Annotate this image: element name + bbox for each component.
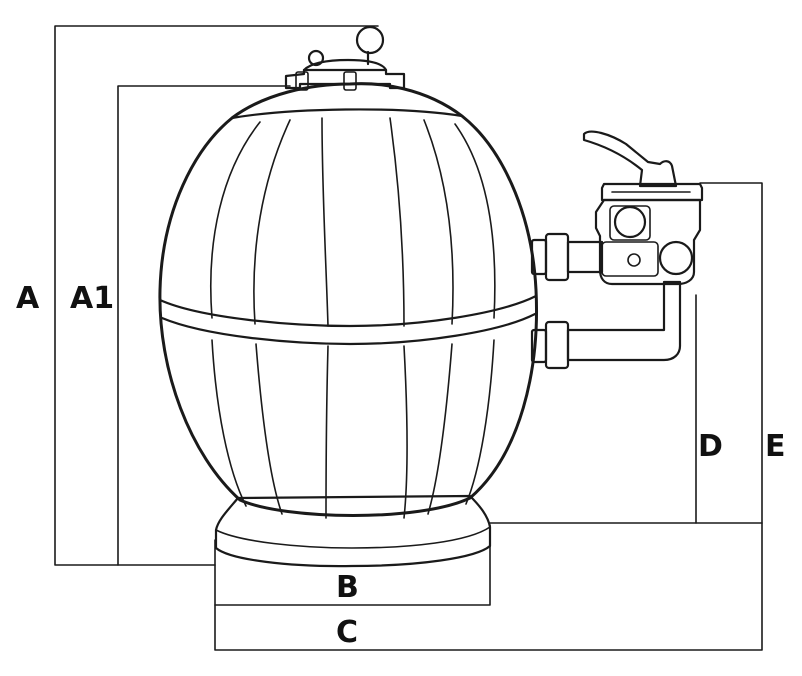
dimension-line-a xyxy=(54,25,379,566)
tank-band-top xyxy=(158,294,538,328)
filter-lid xyxy=(284,25,406,91)
valve-body xyxy=(594,198,702,286)
valve-port-upper-ring xyxy=(609,205,651,241)
base-pedestal xyxy=(214,494,492,568)
tank-ribs-lower xyxy=(211,339,495,519)
label-d: D xyxy=(698,429,723,464)
tank-band-bottom xyxy=(160,312,537,346)
tank-outline xyxy=(158,82,538,517)
valve-handle xyxy=(582,130,678,188)
lower-fitting-union xyxy=(544,320,570,370)
dimension-labels: A A1 B C D E xyxy=(16,281,786,650)
lid-clamp-knob-left xyxy=(295,71,309,91)
pressure-gauge-small-icon xyxy=(307,49,325,67)
dimension-line-c xyxy=(214,522,763,651)
pressure-gauge-icon xyxy=(355,25,385,55)
label-e: E xyxy=(765,429,786,464)
filter-base xyxy=(214,494,492,568)
dimension-line-a1 xyxy=(117,85,291,566)
dimension-lines xyxy=(54,25,763,651)
return-pipe xyxy=(566,280,682,362)
lid-clamp-knob-right xyxy=(343,71,357,91)
tank-ribs-upper xyxy=(209,117,496,327)
valve-lower-housing xyxy=(601,241,659,277)
valve-port-upper xyxy=(613,205,647,239)
filter-tank xyxy=(158,82,538,519)
label-a1: A1 xyxy=(70,281,114,316)
label-b: B xyxy=(336,570,359,605)
multiport-valve xyxy=(582,130,704,286)
valve-port-lower xyxy=(658,240,694,276)
valve-small-port xyxy=(627,253,641,267)
valve-top-cap xyxy=(600,182,704,202)
dimension-line-b xyxy=(214,524,491,606)
upper-fitting-pipe xyxy=(566,240,604,274)
upper-fitting-union xyxy=(544,232,570,282)
dimension-line-e xyxy=(489,182,763,524)
label-a: A xyxy=(16,281,40,316)
label-c: C xyxy=(336,615,358,650)
base-rim xyxy=(215,526,491,549)
tank-dome-edge xyxy=(230,108,464,120)
